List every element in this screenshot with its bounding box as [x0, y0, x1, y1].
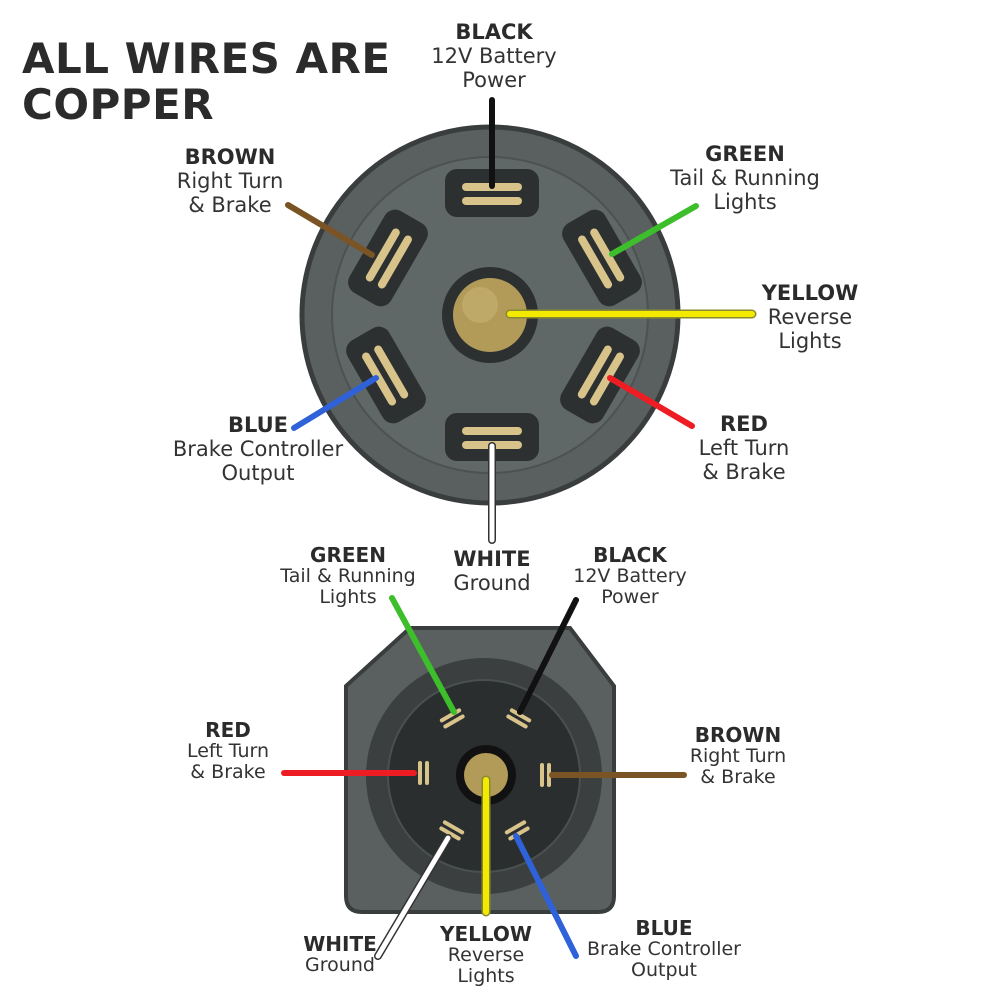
- round-pin-white: [445, 413, 539, 461]
- round-pin-red: [560, 326, 640, 424]
- wire-description: Output: [630, 959, 697, 981]
- wire-description: Right Turn: [176, 169, 284, 193]
- wire-description: Reverse: [767, 305, 853, 329]
- wire-description: Lights: [457, 965, 515, 987]
- square-label-blue: BLUE Brake Controller Output: [587, 918, 741, 981]
- wire-description: Lights: [713, 190, 777, 214]
- round-label-yellow: YELLOW Reverse Lights: [762, 281, 859, 353]
- wire-color-name: YELLOW: [440, 922, 532, 946]
- square-label-black: BLACK 12V Battery Power: [573, 545, 687, 608]
- wire-description: 12V Battery: [573, 565, 687, 587]
- round-pin-blue: [346, 326, 426, 424]
- wire-description: Brake Controller: [586, 938, 742, 960]
- wire-description: Output: [221, 461, 295, 485]
- round-label-red: RED Left Turn & Brake: [699, 412, 790, 484]
- wire-color-name: BLACK: [593, 543, 667, 567]
- page-title: ALL WIRES ARE COPPER: [22, 36, 391, 128]
- wire-description: Left Turn: [698, 436, 790, 460]
- round-wire-red: [607, 375, 695, 429]
- wire-color-name: WHITE: [303, 932, 377, 956]
- wire-description: Ground: [305, 954, 375, 976]
- wire-description: Brake Controller: [172, 437, 344, 461]
- wire-color-name: BLACK: [455, 20, 533, 44]
- wire-description: Ground: [453, 571, 531, 595]
- wire-description: & Brake: [190, 761, 266, 783]
- square-wire-black: [517, 597, 579, 715]
- wire-color-name: BROWN: [694, 723, 782, 747]
- wire-description: Power: [601, 586, 659, 608]
- wire-description: Reverse: [447, 944, 525, 966]
- wire-description: 12V Battery: [431, 44, 557, 68]
- square-pin-red: [418, 761, 429, 785]
- square-wire-white: [374, 834, 452, 960]
- square-label-red: RED Left Turn & Brake: [187, 720, 269, 783]
- square-label-white: WHITE Ground: [303, 934, 377, 976]
- square-connector: [281, 595, 687, 960]
- square-pin-white: [439, 820, 465, 841]
- square-label-green: GREEN Tail & Running Lights: [280, 545, 415, 608]
- round-pin-brown: [348, 209, 428, 307]
- wire-color-name: BLUE: [635, 916, 693, 940]
- round-label-white: WHITE Ground: [453, 547, 530, 595]
- round-label-blue: BLUE Brake Controller Output: [173, 413, 343, 485]
- wire-color-name: GREEN: [705, 142, 785, 166]
- round-label-green: GREEN Tail & Running Lights: [670, 142, 820, 214]
- wire-color-name: RED: [205, 718, 251, 742]
- wire-description: Left Turn: [186, 740, 270, 762]
- wire-color-name: BLUE: [227, 413, 289, 437]
- square-wire-green: [389, 595, 457, 715]
- round-pin-black: [445, 169, 539, 217]
- wire-color-name: GREEN: [310, 543, 386, 567]
- wire-color-name: WHITE: [453, 547, 531, 571]
- round-wire-brown: [285, 202, 375, 258]
- square-label-brown: BROWN Right Turn & Brake: [690, 725, 786, 788]
- round-wires: [285, 97, 757, 544]
- wire-description: Tail & Running: [670, 166, 820, 190]
- square-pin-black: [506, 708, 532, 729]
- wire-description: Tail & Running: [280, 565, 416, 587]
- square-wires: [281, 595, 687, 960]
- round-pin-green: [562, 209, 642, 307]
- title-line-2: COPPER: [22, 80, 215, 129]
- round-wire-blue: [291, 375, 379, 431]
- wire-color-name: YELLOW: [761, 281, 859, 305]
- wire-description: Power: [462, 68, 526, 92]
- square-label-yellow: YELLOW Reverse Lights: [440, 924, 532, 987]
- wire-description: Lights: [778, 329, 842, 353]
- round-pin-yellow: [442, 267, 538, 363]
- wire-color-name: BROWN: [184, 145, 276, 169]
- square-pin-yellow: [456, 745, 516, 805]
- round-wire-green: [609, 203, 699, 257]
- square-wire-blue: [513, 833, 579, 959]
- round-connector: [285, 97, 757, 544]
- round-label-black: BLACK 12V Battery Power: [431, 20, 557, 92]
- wire-description: & Brake: [188, 193, 272, 217]
- wire-description: Right Turn: [689, 745, 787, 767]
- wire-description: & Brake: [702, 460, 786, 484]
- title-line-1: ALL WIRES ARE: [22, 34, 391, 83]
- round-label-brown: BROWN Right Turn & Brake: [177, 145, 284, 217]
- wire-description: & Brake: [700, 766, 776, 788]
- wire-color-name: RED: [720, 412, 768, 436]
- wire-description: Lights: [319, 586, 377, 608]
